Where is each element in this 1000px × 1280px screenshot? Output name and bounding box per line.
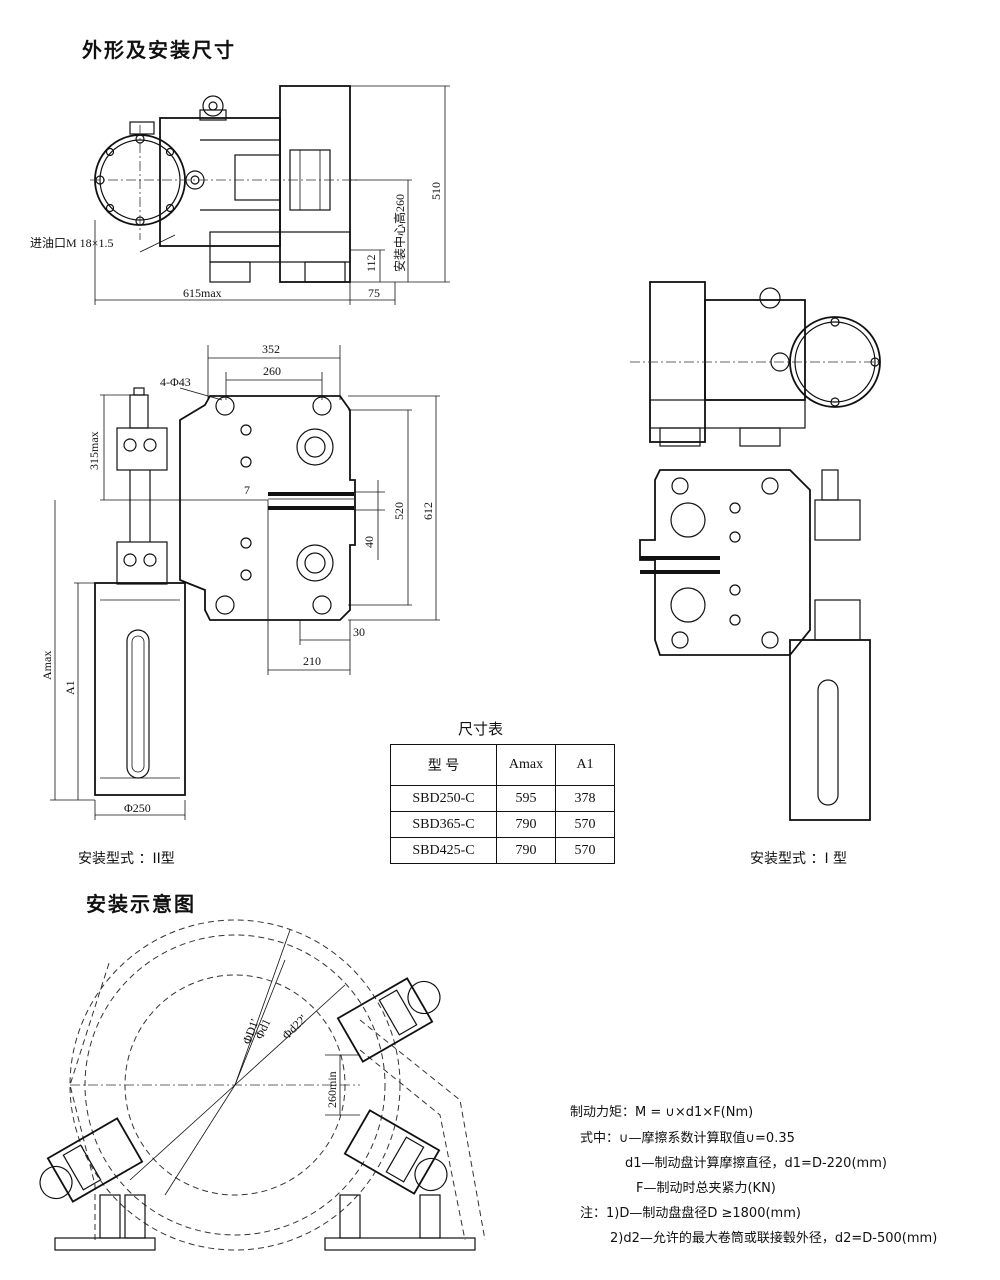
type-i-caption: 安装型式 ：I 型 bbox=[750, 851, 848, 867]
dim-7: 7 bbox=[244, 483, 250, 497]
formula-line-5: 注：1)D—制动盘盘径D ≥1800(mm) bbox=[580, 1206, 801, 1221]
cell-model: SBD250-C bbox=[390, 785, 497, 812]
holes-label: 4-Φ43 bbox=[160, 375, 191, 389]
cell-model: SBD425-C bbox=[390, 837, 497, 864]
dim-30: 30 bbox=[353, 625, 365, 639]
formula-line-4: F—制动时总夹紧力(KN) bbox=[636, 1181, 776, 1196]
table-title: 尺寸表 bbox=[458, 720, 504, 738]
cell-model: SBD365-C bbox=[390, 811, 497, 838]
dim-210: 210 bbox=[303, 654, 321, 668]
table-row: SBD365-C 790 570 bbox=[390, 811, 615, 838]
dimension-table: 型 号 Amax A1 SBD250-C 595 378 SBD365-C 79… bbox=[390, 744, 615, 864]
dim-260: 260 bbox=[263, 364, 281, 378]
dim-520: 520 bbox=[392, 502, 406, 520]
cell-a1: 570 bbox=[555, 837, 615, 864]
dim-612: 612 bbox=[421, 502, 435, 520]
table-row: SBD250-C 595 378 bbox=[390, 785, 615, 812]
cell-amax: 595 bbox=[496, 785, 556, 812]
dim-40: 40 bbox=[362, 536, 376, 548]
cell-a1: 570 bbox=[555, 811, 615, 838]
header-amax: Amax bbox=[496, 744, 556, 786]
install-heading: 安装示意图 bbox=[86, 892, 196, 916]
formula-line-3: d1—制动盘计算摩擦直径，d1=D-220(mm) bbox=[625, 1156, 887, 1171]
dim-a1: A1 bbox=[63, 680, 77, 695]
dim-510: 510 bbox=[429, 182, 443, 200]
install-diagram bbox=[39, 919, 486, 1251]
table-header-row: 型 号 Amax A1 bbox=[390, 744, 615, 786]
top-view bbox=[90, 85, 450, 305]
dim-250: Φ250 bbox=[124, 801, 151, 815]
dim-615max: 615max bbox=[183, 286, 222, 300]
formula-line-1: 制动力矩：M = ∪×d1×F(Nm) bbox=[570, 1105, 754, 1120]
table-row: SBD425-C 790 570 bbox=[390, 837, 615, 864]
right-front-view bbox=[639, 469, 871, 821]
oil-inlet-label: 进油口M 18×1.5 bbox=[30, 236, 113, 250]
right-top-view bbox=[630, 281, 881, 447]
cell-amax: 790 bbox=[496, 811, 556, 838]
front-view bbox=[50, 345, 440, 820]
dim-75: 75 bbox=[368, 286, 380, 300]
header-model: 型 号 bbox=[390, 744, 497, 786]
dim-112: 112 bbox=[364, 254, 378, 272]
formula-line-2: 式中：∪—摩擦系数计算取值∪=0.35 bbox=[580, 1131, 795, 1146]
type-ii-caption: 安装型式 ：II型 bbox=[78, 851, 175, 867]
cell-a1: 378 bbox=[555, 785, 615, 812]
dim-315max: 315max bbox=[87, 431, 101, 470]
dim-260min: 260min bbox=[325, 1071, 339, 1108]
outline-heading: 外形及安装尺寸 bbox=[82, 38, 236, 62]
dim-352: 352 bbox=[262, 342, 280, 356]
formula-line-6: 2)d2—允许的最大卷筒或联接毂外径，d2=D-500(mm) bbox=[610, 1231, 938, 1246]
dim-amax: Amax bbox=[40, 651, 54, 680]
center-height-label: 安装中心高260 bbox=[392, 194, 407, 272]
header-a1: A1 bbox=[555, 744, 615, 786]
cell-amax: 790 bbox=[496, 837, 556, 864]
label-d22: Φd22' bbox=[279, 1012, 309, 1042]
